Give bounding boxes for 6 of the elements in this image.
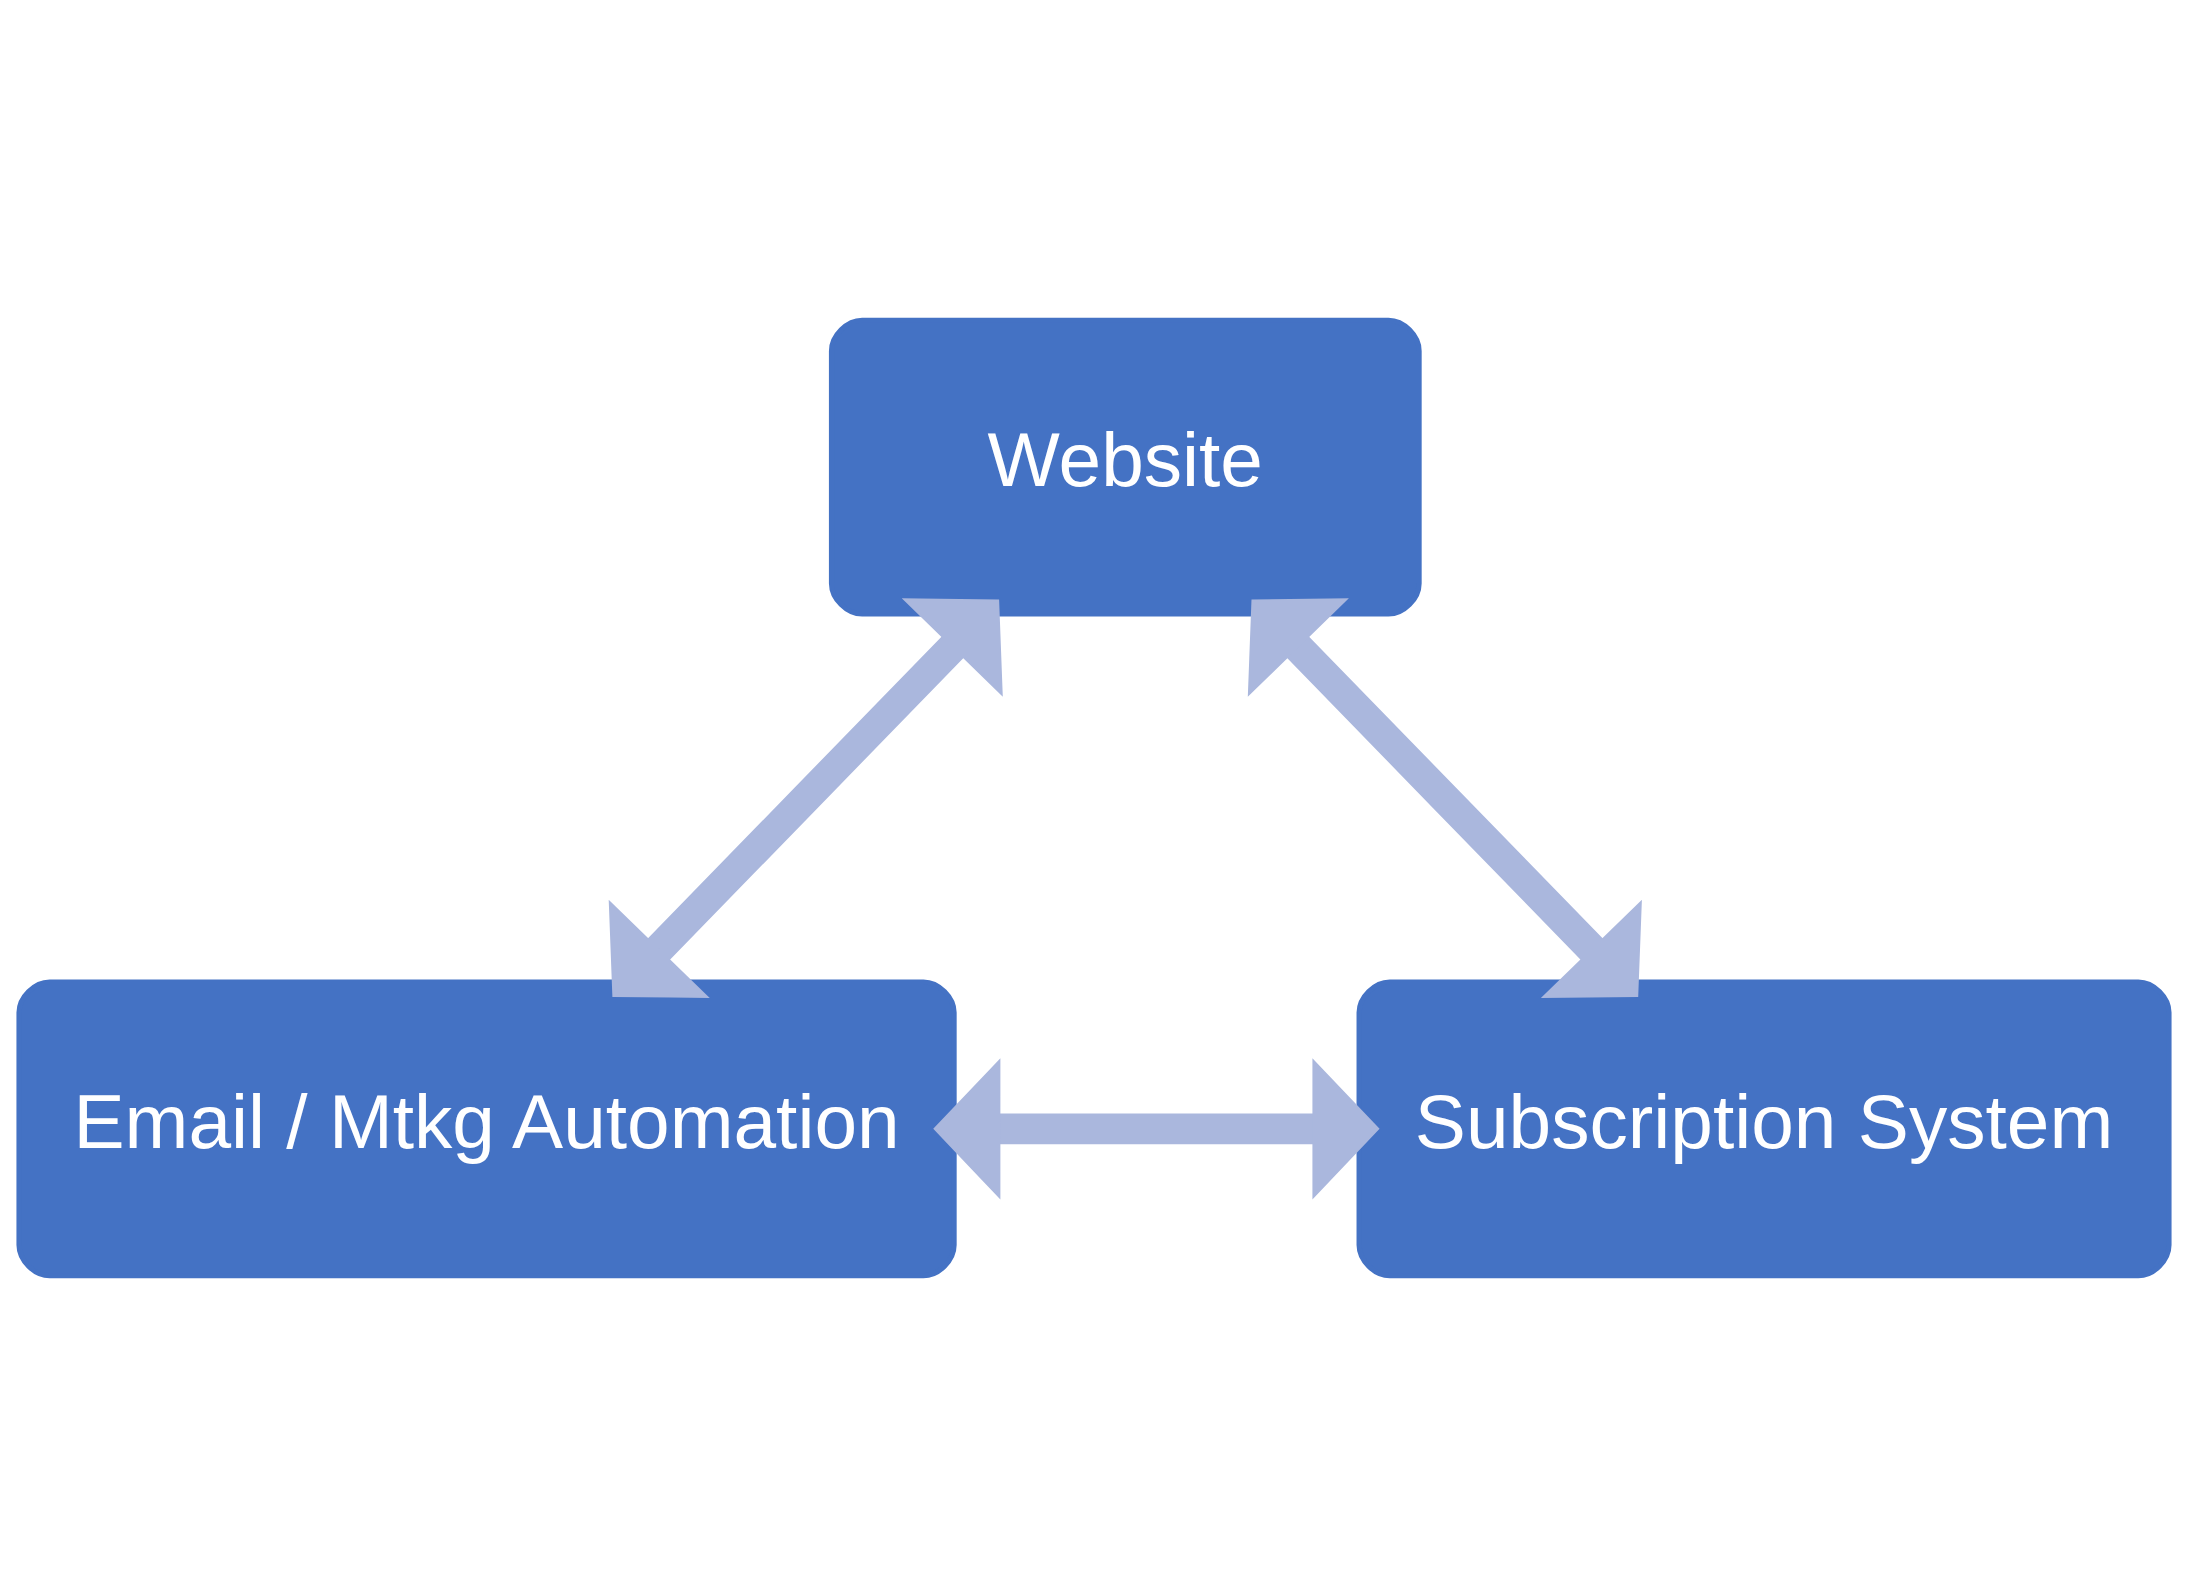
node-box: Email / Mtkg Automation bbox=[16, 978, 957, 1278]
arrow bbox=[608, 597, 1003, 998]
arrow bbox=[933, 1057, 1380, 1199]
node-box: Website bbox=[828, 317, 1422, 617]
arrow bbox=[1247, 597, 1642, 998]
node-box: Subscription System bbox=[1356, 978, 2172, 1278]
